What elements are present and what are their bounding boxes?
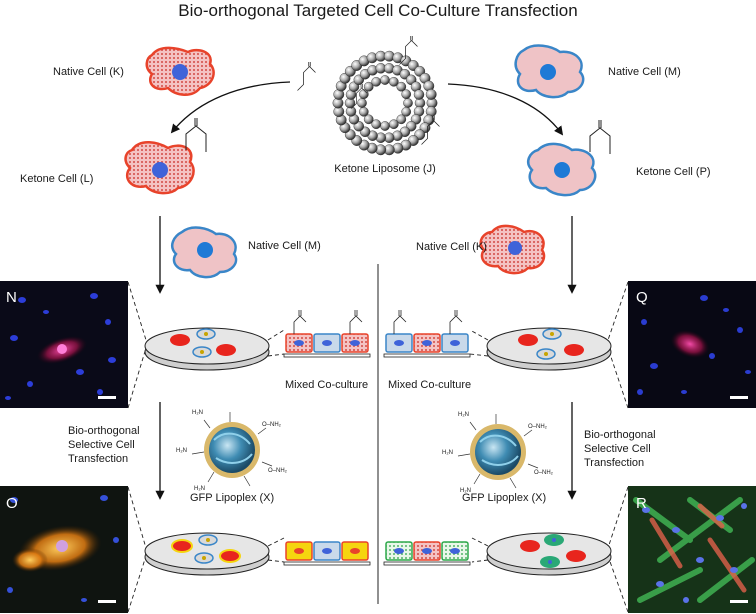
lipoplex-right-amines: H₂N O–NH₂ H₂N O–NH₂ H₂N (442, 412, 554, 494)
gfp-lipoplex-right (457, 414, 539, 489)
svg-text:Selective Cell: Selective Cell (68, 439, 135, 451)
liposome-lipid-sphere (357, 98, 367, 108)
label-gfp-lipoplex-left: GFP Lipoplex (X) (190, 492, 274, 504)
label-native-cell-k-mid: Native Cell (K) (416, 241, 487, 253)
native-cell-k-top (145, 46, 215, 96)
liposome-lipid-sphere (363, 81, 374, 92)
ketone-liposome (332, 50, 438, 156)
label-native-cell-m-mid: Native Cell (M) (248, 240, 321, 252)
label-transfection-right: Bio-orthogonal Selective Cell Transfecti… (584, 429, 656, 469)
svg-text:Transfection: Transfection (68, 453, 128, 465)
label-ketone-liposome: Ketone Liposome (J) (334, 163, 436, 175)
liposome-lipid-sphere (396, 114, 407, 125)
panel-letter-q: Q (636, 289, 648, 306)
layer-strip-left-transfected (283, 541, 371, 566)
svg-text:Selective Cell: Selective Cell (584, 443, 651, 455)
svg-text:O–NH₂: O–NH₂ (262, 422, 282, 428)
svg-text:H₂N: H₂N (460, 488, 471, 494)
svg-text:H₂N: H₂N (458, 412, 469, 418)
label-gfp-lipoplex-right: GFP Lipoplex (X) (462, 492, 546, 504)
zoom-lines (127, 281, 629, 613)
svg-text:O–NH₂: O–NH₂ (268, 468, 288, 474)
svg-text:H₂N: H₂N (176, 448, 187, 454)
panel-letter-r: R (636, 495, 647, 512)
layer-strip-right-mixed (383, 310, 471, 358)
liposome-lipid-sphere (358, 107, 369, 117)
label-native-cell-m: Native Cell (M) (608, 66, 681, 78)
dish-left-transfected (144, 532, 270, 576)
layer-strip-right-transfected (383, 541, 471, 566)
micrograph-o (0, 486, 128, 613)
gfp-lipoplex-left (191, 412, 273, 487)
micrograph-r (628, 486, 756, 613)
liposome-lipid-sphere (380, 75, 390, 85)
arrow-to-ketone-cell-p (447, 83, 564, 136)
label-mixed-coculture-right: Mixed Co-culture (388, 379, 471, 391)
liposome-lipid-sphere (371, 77, 382, 87)
lipoplex-left-amines: H₂N O–NH₂ H₂N O–NH₂ H₂N (176, 410, 288, 492)
dish-right-mixed (486, 327, 612, 371)
label-native-cell-k: Native Cell (K) (53, 66, 124, 78)
panel-letter-o: O (6, 495, 18, 512)
svg-text:H₂N: H₂N (194, 486, 205, 492)
liposome-lipid-sphere (396, 81, 407, 92)
label-mixed-coculture-left: Mixed Co-culture (285, 379, 368, 391)
liposome-lipid-sphere (388, 119, 399, 129)
liposome-lipid-sphere (413, 89, 425, 100)
liposome-lipid-sphere (371, 119, 382, 129)
svg-text:O–NH₂: O–NH₂ (528, 424, 548, 430)
label-ketone-cell-p: Ketone Cell (P) (636, 166, 711, 178)
liposome-lipid-sphere (363, 114, 374, 125)
ketone-cell-p (527, 120, 611, 197)
liposome-lipid-sphere (388, 77, 399, 87)
liposome-lipid-sphere (401, 89, 412, 99)
native-cell-m-mid (171, 226, 238, 279)
svg-text:Bio-orthogonal: Bio-orthogonal (584, 429, 656, 441)
liposome-lipid-sphere (425, 89, 437, 100)
liposome-lipid-sphere (403, 98, 413, 108)
layer-strip-left-mixed (283, 310, 371, 358)
liposome-lipid-sphere (401, 107, 412, 117)
label-transfection-left: Bio-orthogonal Selective Cell Transfecti… (68, 425, 140, 465)
native-cell-k-mid (479, 224, 546, 275)
dish-left-mixed (144, 327, 270, 371)
arrow-to-ketone-cell-l (170, 81, 291, 134)
svg-text:H₂N: H₂N (442, 450, 453, 456)
figure-title: Bio-orthogonal Targeted Cell Co-Culture … (178, 1, 577, 20)
dish-right-transfected (486, 532, 612, 576)
svg-text:Transfection: Transfection (584, 457, 644, 469)
panel-letter-n: N (6, 289, 17, 306)
native-cell-m-top (514, 44, 585, 99)
micrograph-q (628, 281, 756, 408)
ketone-cell-l (124, 118, 207, 195)
micrograph-n (0, 281, 128, 408)
svg-text:O–NH₂: O–NH₂ (534, 470, 554, 476)
liposome-lipid-sphere (380, 121, 390, 131)
svg-text:Bio-orthogonal: Bio-orthogonal (68, 425, 140, 437)
svg-text:H₂N: H₂N (192, 410, 203, 416)
label-ketone-cell-l: Ketone Cell (L) (20, 173, 93, 185)
